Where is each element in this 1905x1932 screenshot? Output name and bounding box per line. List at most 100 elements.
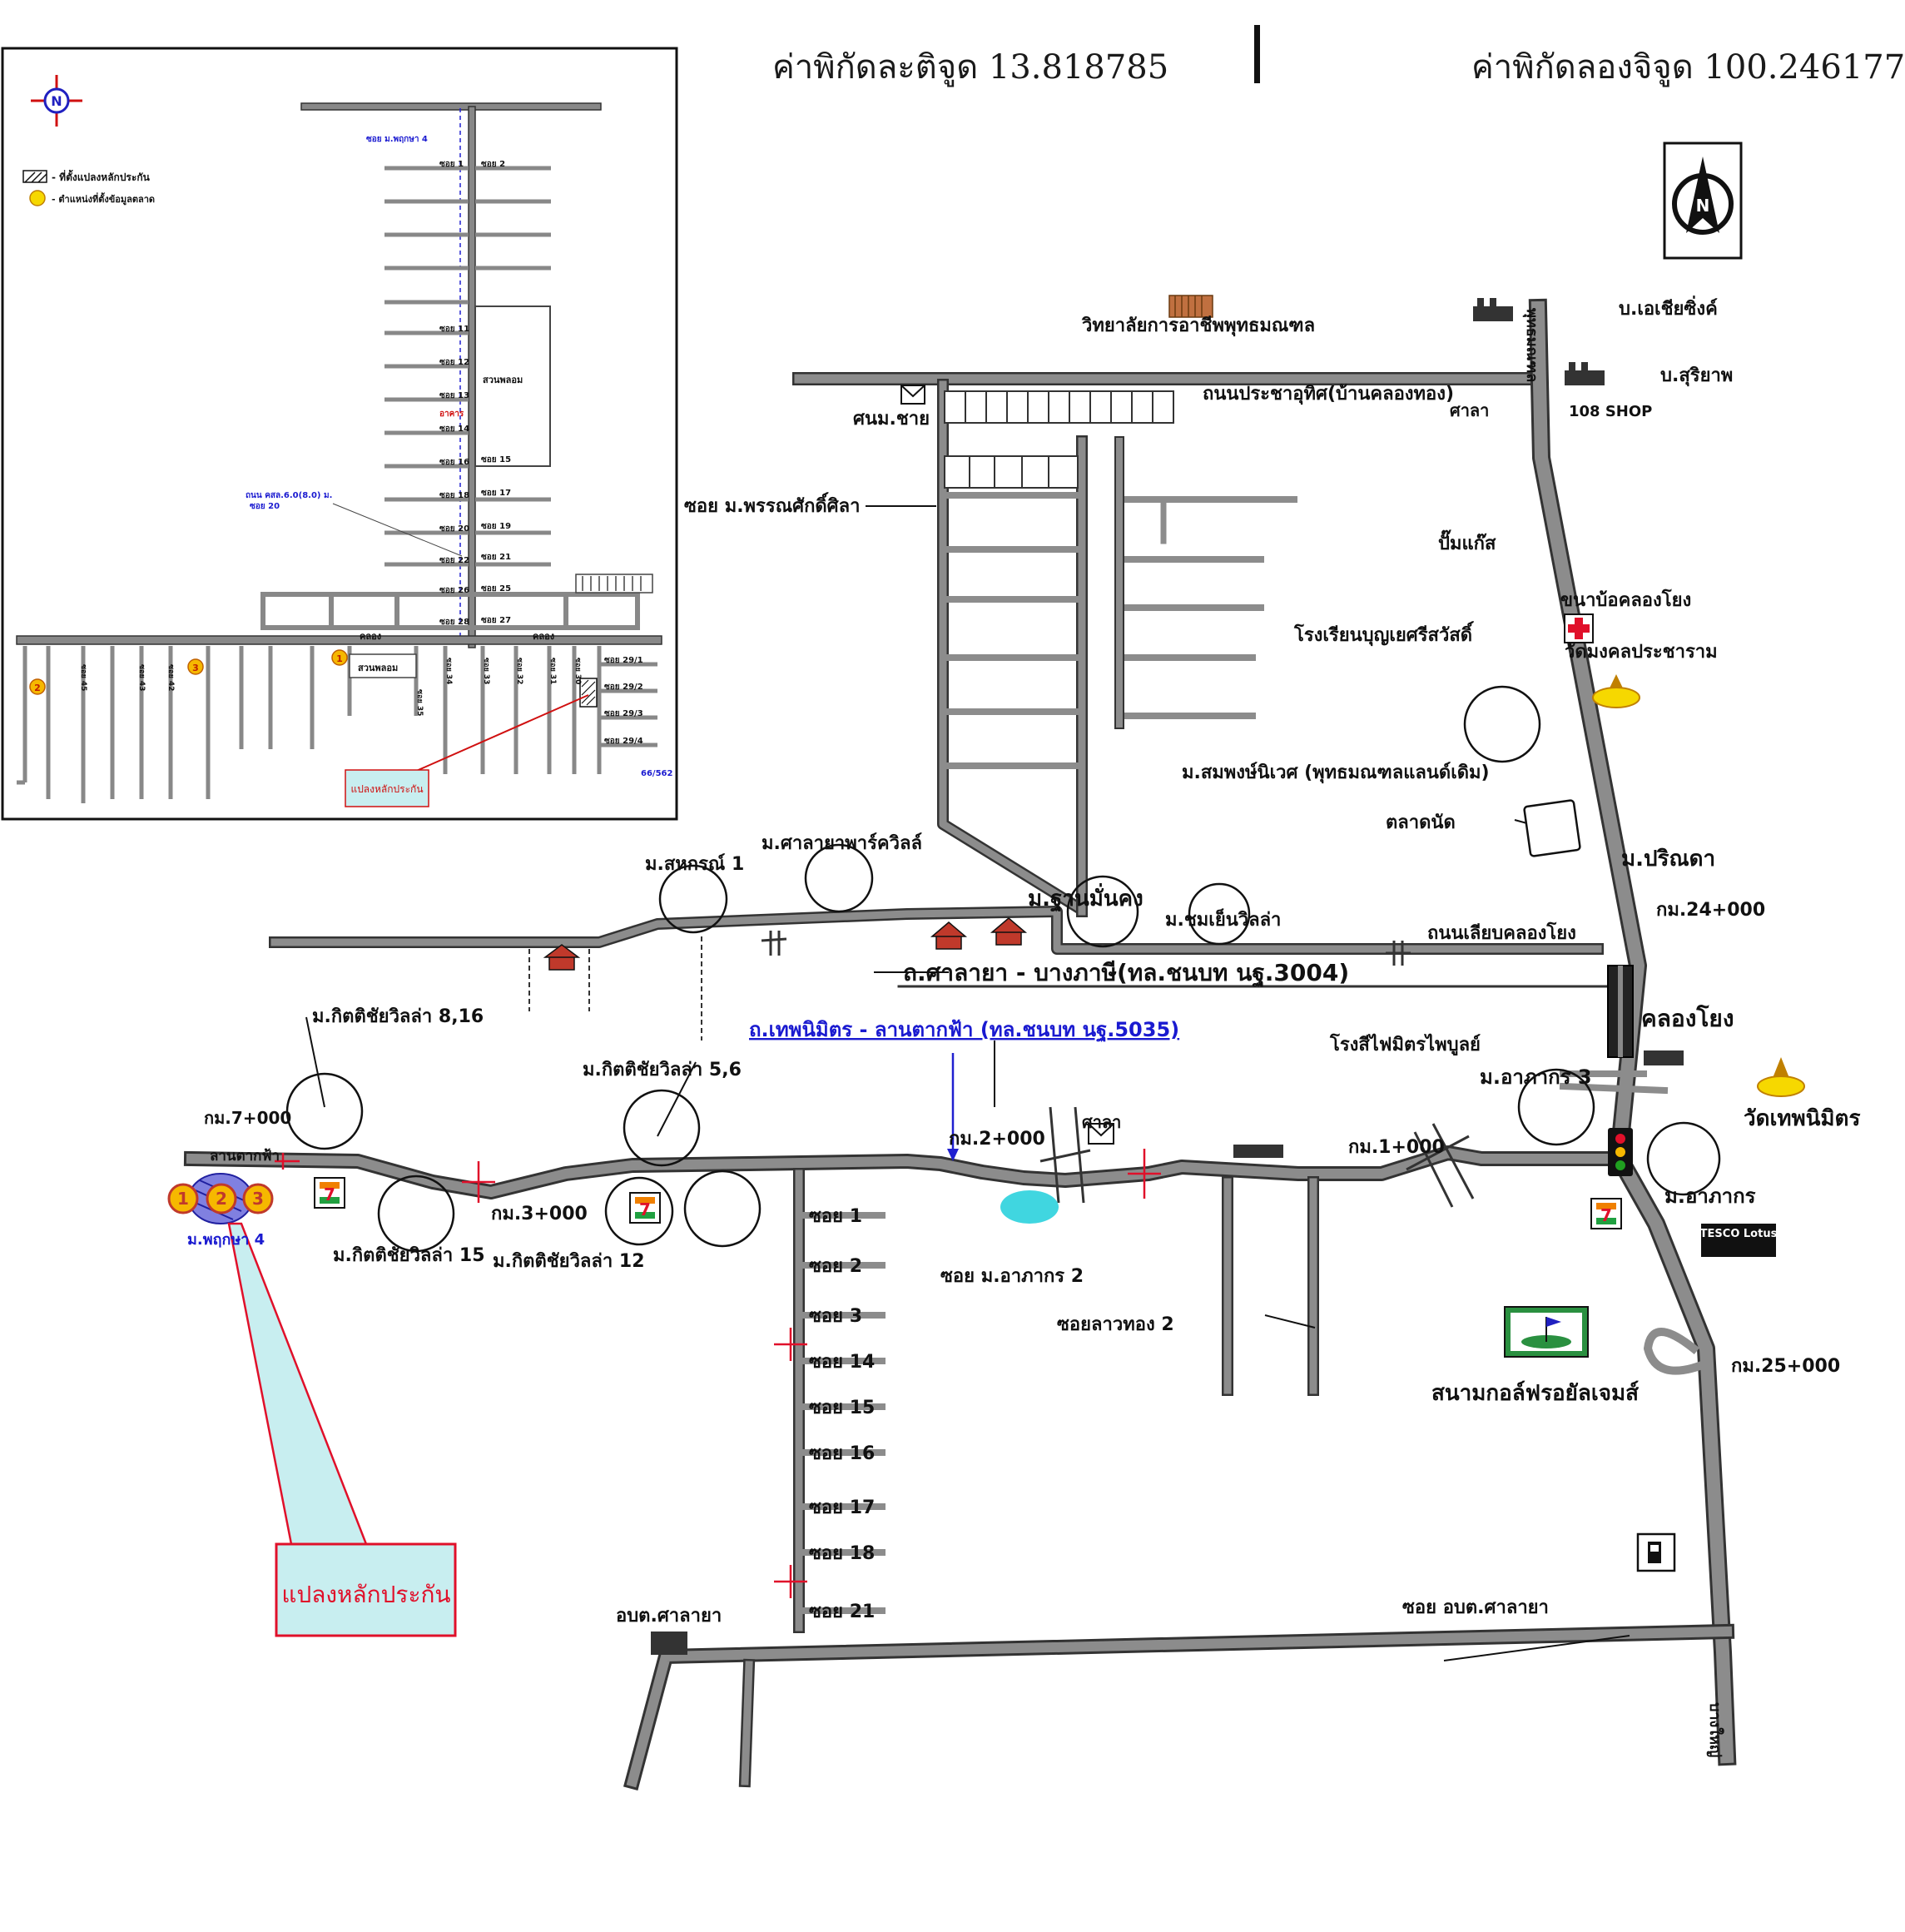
inset-soi-label: ซอย 45 <box>79 664 87 691</box>
market-label: ตลาดนัด <box>1386 812 1456 833</box>
market-marker-1: 1 <box>177 1189 189 1209</box>
inset-soi-label: ซอย 30 <box>573 658 582 684</box>
soi-label: ซอย 3 <box>809 1306 862 1327</box>
inset-market-markers: 2 3 1 <box>29 649 348 695</box>
moo-krisada-label: ซอย ม.พรรณศักดิ์ศิลา <box>684 492 860 517</box>
road-main-label: ถ.เทพนิมิตร - ลานตากฟ้า (ทล.ชนบท นฐ.5035… <box>749 1018 1179 1043</box>
moo-sahakorn-label: ม.สหกรณ์ 1 <box>645 853 744 875</box>
inset-soi-label: ซอย 18 <box>439 491 469 500</box>
wat-mongkol-label: วัดมงคลประชาราม <box>1565 642 1718 663</box>
college-building-icon <box>1168 295 1213 318</box>
clinic-cross-icon <box>1564 613 1594 643</box>
inset-collateral-callout <box>345 769 429 807</box>
post-office-icon <box>900 385 1114 1145</box>
inset-soi-label: ซอย 11 <box>439 325 469 334</box>
inset-soi-label: ซอย 17 <box>481 489 511 498</box>
moo-arkakorn3-label: ม.อาภากร 3 <box>1480 1065 1592 1089</box>
inset-soi-label: ซอย 25 <box>481 584 511 594</box>
inset-soi-label: ซอย 19 <box>481 522 511 531</box>
soi-label: ซอย 18 <box>809 1543 875 1564</box>
clinic-label: ขนาบ้อคลองโยง <box>1560 589 1691 611</box>
inset-suan-plum-label: สวนพลอม <box>483 375 523 385</box>
moo-arkakorn2-label: ซอย ม.อาภากร 2 <box>940 1266 1084 1287</box>
inset-soi-label: ซอย 27 <box>481 616 511 625</box>
village-blocks <box>944 390 1174 489</box>
inset-soi-label: ซอย 21 <box>481 553 511 562</box>
inset-soi-label: ซอย 29/1 <box>604 656 643 665</box>
inset-suan-plum2-label: สวนพลอม <box>358 663 398 673</box>
seven-eleven-label: 7 <box>324 1185 335 1204</box>
inset-map: N - ที่ตั้งแปลงหลักประกัน - ตำแหน่งที่ตั… <box>1 47 678 821</box>
moo-parin-label: ม.ปริณดา <box>1621 847 1715 872</box>
moo-baan-label: ม.ฐานมั่นคง <box>1028 882 1143 913</box>
moo-kitti56-label: ม.กิตติชัยวิลล่า 5,6 <box>583 1060 742 1080</box>
inset-soi-label: ซอย 42 <box>166 664 175 691</box>
moo-kitti12-label: ม.กิตติชัยวิลล่า 12 <box>493 1251 645 1272</box>
km24-label: กม.24+000 <box>1656 900 1765 921</box>
seven-eleven-icon: 7 <box>629 1192 661 1224</box>
inset-soi-label: ซอย 28 <box>439 618 469 627</box>
inset-soi-label: ซอย 34 <box>444 658 453 684</box>
obt-salaya-label: อบต.ศาลายา <box>616 1606 722 1627</box>
moo-arkakorn-label: ม.อาภากร <box>1664 1185 1756 1208</box>
km7-label: กม.7+000 <box>204 1108 291 1128</box>
north-letter: N <box>1696 196 1710 216</box>
inset-klong-b-label: คลอง <box>533 631 554 642</box>
wat-thep-label: วัดเทพนิมิตร <box>1744 1106 1860 1131</box>
soi-obt-label: ซอย อบต.ศาลายา <box>1402 1597 1549 1618</box>
moo-kitti816-label: ม.กิตติชัยวิลล่า 8,16 <box>312 1006 484 1027</box>
coordinate-separator <box>1254 25 1260 83</box>
lan-tak-fa-label: ลานตากฟ้า <box>210 1148 280 1165</box>
inset-frame <box>1 47 678 821</box>
sala-mid-label: ศาลา <box>1082 1112 1121 1132</box>
company-label: บ.สุริยาพ <box>1660 365 1733 387</box>
soi-label: ซอย 21 <box>809 1602 875 1622</box>
inset-soi-label: ซอย 13 <box>439 391 469 400</box>
tesco-label: TESCO Lotus <box>1700 1228 1778 1240</box>
inset-road-note-label: ถนน คสล.6.0(8.0) ม. <box>246 491 332 500</box>
inset-klong-a-label: คลอง <box>360 631 381 642</box>
km25-label: กม.25+000 <box>1731 1356 1840 1377</box>
klong-yong-label: คลองโยง <box>1641 1004 1734 1032</box>
north-arrow-icon: N <box>1663 142 1743 260</box>
km2-label: กม.2+000 <box>949 1129 1045 1150</box>
inset-soi-label: ซอย 26 <box>439 586 469 595</box>
sala-top-label: ศาลา <box>1450 400 1489 420</box>
gas-station-icon <box>1636 1532 1676 1572</box>
inset-soi-label: ซอย 2 <box>481 160 505 169</box>
factory-icon <box>651 298 1684 1655</box>
collateral-callout <box>275 1542 457 1637</box>
school-post-label: ศนม.ชาย <box>853 409 930 430</box>
temple-icon <box>1757 1057 1805 1097</box>
seven-eleven-icon: 7 <box>1590 1198 1622 1229</box>
inset-soi-label: ซอย 33 <box>482 658 490 684</box>
main-map: N <box>167 142 1860 1791</box>
collateral-market-markers: 1 2 3 <box>167 1173 274 1224</box>
inset-soi-label: ซอย 29/3 <box>604 709 643 718</box>
inset-marker-1: 1 <box>336 653 343 664</box>
village-label: ม.สมพงษ์นิเวศ (พุทธมณฑลแลนด์เดิม) <box>1182 762 1490 784</box>
inset-soi-label: ซอย 43 <box>137 664 146 691</box>
soi-label: ซอย 14 <box>809 1352 875 1373</box>
soi-label: ซอย 15 <box>809 1398 875 1418</box>
inset-soi-label: ซอย 29/2 <box>604 683 643 692</box>
road-salaya-label: ถ.ศาลายา - บางภาษี(ทล.ชนบท นฐ.3004) <box>903 959 1349 988</box>
inset-number-label: 66/562 <box>641 769 672 778</box>
collateral-callout-text: แปลงหลักประกัน <box>281 1581 450 1608</box>
latitude-label: ค่าพิกัดละติจูด 13.818785 <box>772 48 1169 87</box>
inset-soi-label: ซอย 31 <box>548 658 557 684</box>
inset-soi-label: ซอย 22 <box>439 556 469 565</box>
longitude-label: ค่าพิกัดลองจิจูด 100.246177 <box>1471 48 1905 87</box>
putthamonthon-label: พุทธมณฑล <box>1522 308 1540 382</box>
inset-soi-label: ซอย 32 <box>515 658 523 684</box>
shop108-label: 108 SHOP <box>1569 403 1652 420</box>
golf-label: สนามกอล์ฟรอยัลเจมส์ <box>1431 1380 1639 1406</box>
inset-compass-icon: N <box>31 75 82 127</box>
inset-soi-label: ซอย 20 <box>439 524 469 534</box>
km3-label: กม.3+000 <box>491 1204 588 1224</box>
inset-legend-market: - ตำแหน่งที่ตั้งข้อมูลตลาด <box>52 192 155 206</box>
inset-collateral-callout-text: แปลงหลักประกัน <box>350 783 423 795</box>
traffic-light-icon <box>1608 1128 1633 1176</box>
